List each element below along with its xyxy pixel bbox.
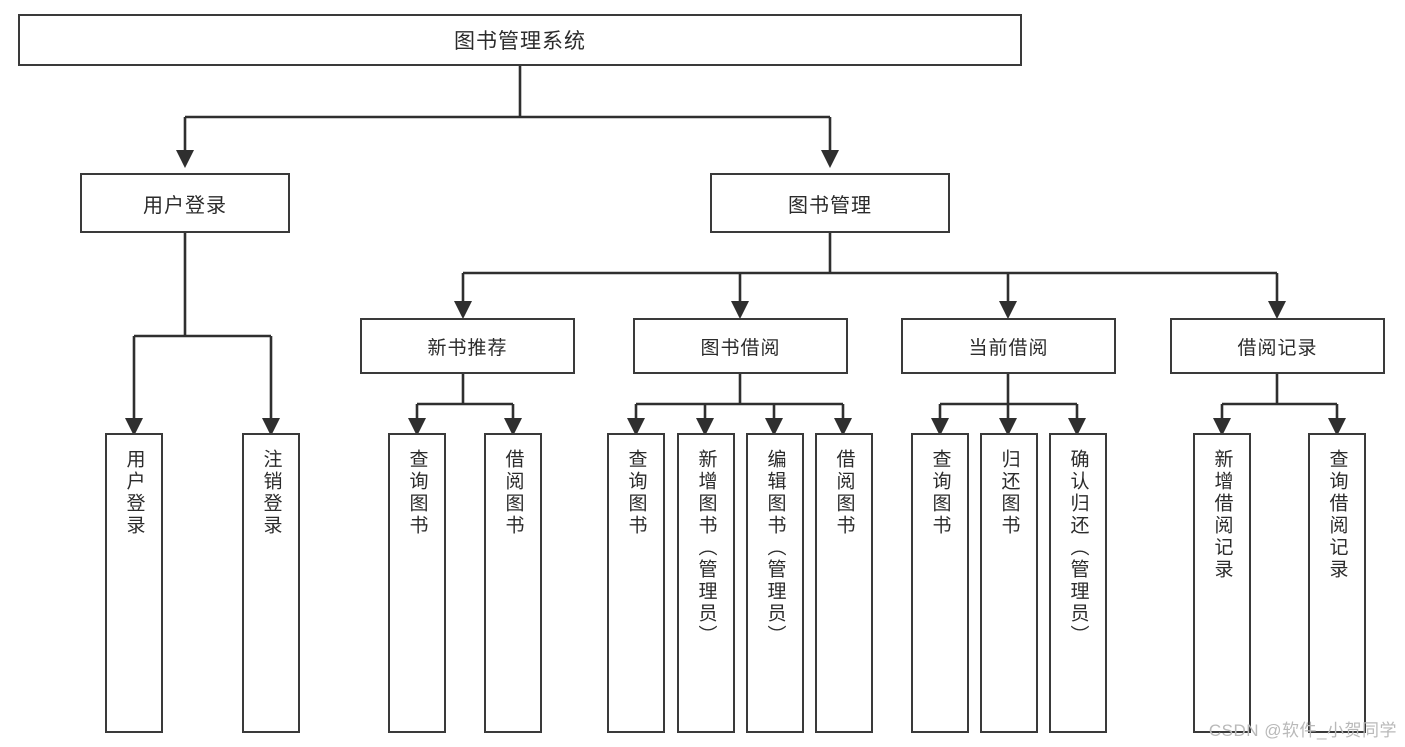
- node-book-borrow[interactable]: 图书借阅: [633, 318, 848, 374]
- node-user-login[interactable]: 用户登录: [80, 173, 290, 233]
- node-book-borrow-label: 图书借阅: [700, 337, 781, 359]
- leaf-current-confirm-return[interactable]: 确认归还（管理员）: [1049, 433, 1107, 733]
- leaf-record-query-record-label: 查询借阅记录: [1326, 449, 1348, 581]
- node-user-login-label: 用户登录: [143, 194, 227, 217]
- leaf-borrow-edit-book[interactable]: 编辑图书（管理员）: [746, 433, 804, 733]
- leaf-user-logout-label: 注销登录: [260, 449, 282, 537]
- node-new-book-recommend-label: 新书推荐: [427, 337, 508, 359]
- leaf-newbook-borrow-book-label: 借阅图书: [502, 449, 524, 537]
- leaf-user-logout[interactable]: 注销登录: [242, 433, 300, 733]
- leaf-record-query-record[interactable]: 查询借阅记录: [1308, 433, 1366, 733]
- leaf-borrow-borrow-book-label: 借阅图书: [833, 449, 855, 537]
- leaf-borrow-add-book[interactable]: 新增图书（管理员）: [677, 433, 735, 733]
- node-root-label: 图书管理系统: [454, 30, 586, 53]
- leaf-current-return-book[interactable]: 归还图书: [980, 433, 1038, 733]
- leaf-borrow-edit-book-label: 编辑图书（管理员）: [764, 449, 786, 647]
- leaf-record-add-record[interactable]: 新增借阅记录: [1193, 433, 1251, 733]
- leaf-borrow-borrow-book[interactable]: 借阅图书: [815, 433, 873, 733]
- node-root[interactable]: 图书管理系统: [18, 14, 1022, 66]
- leaf-current-confirm-return-label: 确认归还（管理员）: [1067, 449, 1089, 647]
- leaf-current-return-book-label: 归还图书: [998, 449, 1020, 537]
- watermark: CSDN @软件_小贺同学: [1208, 721, 1397, 740]
- node-book-management-label: 图书管理: [788, 194, 872, 217]
- node-borrow-record-label: 借阅记录: [1237, 337, 1318, 359]
- node-current-borrow-label: 当前借阅: [968, 337, 1049, 359]
- leaf-user-login[interactable]: 用户登录: [105, 433, 163, 733]
- node-new-book-recommend[interactable]: 新书推荐: [360, 318, 575, 374]
- node-book-management[interactable]: 图书管理: [710, 173, 950, 233]
- leaf-user-login-label: 用户登录: [123, 449, 145, 537]
- leaf-newbook-borrow-book[interactable]: 借阅图书: [484, 433, 542, 733]
- node-borrow-record[interactable]: 借阅记录: [1170, 318, 1385, 374]
- leaf-borrow-add-book-label: 新增图书（管理员）: [695, 449, 717, 647]
- leaf-borrow-query-book-label: 查询图书: [625, 449, 647, 537]
- leaf-newbook-query-book-label: 查询图书: [406, 449, 428, 537]
- leaf-newbook-query-book[interactable]: 查询图书: [388, 433, 446, 733]
- leaf-borrow-query-book[interactable]: 查询图书: [607, 433, 665, 733]
- node-current-borrow[interactable]: 当前借阅: [901, 318, 1116, 374]
- leaf-record-add-record-label: 新增借阅记录: [1211, 449, 1233, 581]
- leaf-current-query-book-label: 查询图书: [929, 449, 951, 537]
- leaf-current-query-book[interactable]: 查询图书: [911, 433, 969, 733]
